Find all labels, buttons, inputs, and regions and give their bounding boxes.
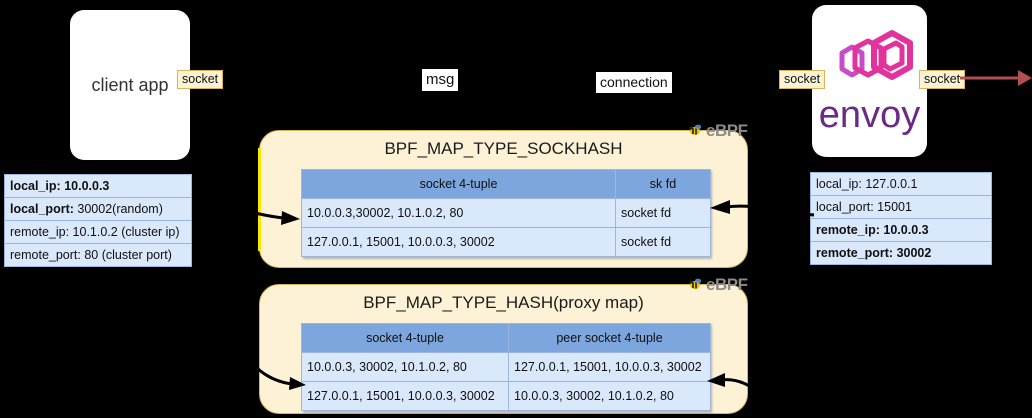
envoy-logo-icon [839,30,913,80]
table-row: 127.0.0.1, 15001, 10.0.0.3, 30002 socket… [301,227,711,257]
proxy-r0c0: 10.0.0.3, 30002, 10.1.0.2, 80 [301,352,509,382]
envoy-outbound-arrow [960,70,1032,86]
client-socket-tag: socket [177,70,224,89]
envoy-socket-info-body: local_ip: 127.0.0.1 local_port: 15001 re… [810,172,992,265]
envoy-node[interactable]: envoy [812,5,927,157]
right-row-3: remote_port: 30002 [810,241,992,265]
client-socket-info-table: local_ip: 10.0.0.3 local_port: 30002(ran… [4,174,192,267]
left-row-1: local_port: 30002(random) [4,197,192,221]
table-row: remote_port: 80 (cluster port) [4,243,192,267]
left-row-0: local_ip: 10.0.0.3 [4,174,192,198]
proxy-inbound-arrow-left [248,359,306,390]
proxy-map-title: BPF_MAP_TYPE_HASH(proxy map) [363,293,644,312]
table-row: local_port: 15001 [810,195,992,219]
bee-icon [689,278,702,289]
envoy-socket-info-table: local_ip: 127.0.0.1 local_port: 15001 re… [810,172,992,265]
ebpf-watermark-text: eBPF [706,121,748,139]
sockhash-r1c1: socket fd [615,227,711,257]
sockhash-r1c0: 127.0.0.1, 15001, 10.0.0.3, 30002 [301,227,616,257]
proxy-inbound-arrow-right [707,373,762,396]
table-row: remote_ip: 10.1.0.2 (cluster ip) [4,220,192,244]
table-row: local_port: 30002(random) [4,197,192,221]
proxy-col-1: peer socket 4-tuple [508,323,711,353]
connection-label: connection [596,72,672,93]
proxy-r0c1: 127.0.0.1, 15001, 10.0.0.3, 30002 [508,352,711,382]
sockhash-inbound-arrow-left [197,204,300,225]
client-app-node[interactable]: client app [70,10,190,160]
right-row-0: local_ip: 127.0.0.1 [810,172,992,196]
sockhash-col-1: sk fd [615,169,711,199]
table-row: remote_port: 30002 [810,241,992,265]
ebpf-watermark-sockhash: eBPF [688,121,748,139]
sockhash-table: socket 4-tuple sk fd 10.0.0.3,30002, 10.… [301,169,711,257]
table-row: remote_ip: 10.0.0.3 [810,218,992,242]
proxy-r1c0: 127.0.0.1, 15001, 10.0.0.3, 30002 [301,381,509,411]
left-row-3: remote_port: 80 (cluster port) [4,243,192,267]
client-app-label: client app [91,74,169,95]
envoy-socket-tag-right: socket [919,70,966,89]
table-row: 127.0.0.1, 15001, 10.0.0.3, 30002 10.0.0… [301,381,711,411]
sockhash-r0c0: 10.0.0.3,30002, 10.1.0.2, 80 [301,198,616,228]
right-row-2: remote_ip: 10.0.0.3 [810,218,992,242]
sockhash-left-edge-highlight [258,148,261,251]
proxy-col-0: socket 4-tuple [301,323,509,353]
table-header-row: socket 4-tuple sk fd [301,169,711,199]
proxy-map-table: socket 4-tuple peer socket 4-tuple 10.0.… [301,323,711,411]
client-socket-info-body: local_ip: 10.0.0.3 local_port: 30002(ran… [4,174,192,267]
table-header-row: socket 4-tuple peer socket 4-tuple [301,323,711,353]
table-row: 10.0.0.3, 30002, 10.1.0.2, 80 127.0.0.1,… [301,352,711,382]
table-row: 10.0.0.3,30002, 10.1.0.2, 80 socket fd [301,198,711,228]
msg-label: msg [422,69,459,91]
sockhash-r0c1: socket fd [615,198,711,228]
table-row: local_ip: 127.0.0.1 [810,172,992,196]
sockhash-inbound-arrow-right [710,200,815,217]
left-row-2: remote_ip: 10.1.0.2 (cluster ip) [4,220,192,244]
envoy-socket-tag-left: socket [779,70,826,89]
sockhash-col-0: socket 4-tuple [301,169,616,199]
table-row: local_ip: 10.0.0.3 [4,174,192,198]
right-row-1: local_port: 15001 [810,195,992,219]
ebpf-watermark-text: eBPF [706,275,748,293]
bee-icon [689,124,702,135]
envoy-label: envoy [818,94,921,136]
proxy-r1c1: 10.0.0.3, 30002, 10.1.0.2, 80 [508,381,711,411]
sockhash-map-title: BPF_MAP_TYPE_SOCKHASH [384,139,623,158]
ebpf-watermark-proxy: eBPF [688,275,748,293]
